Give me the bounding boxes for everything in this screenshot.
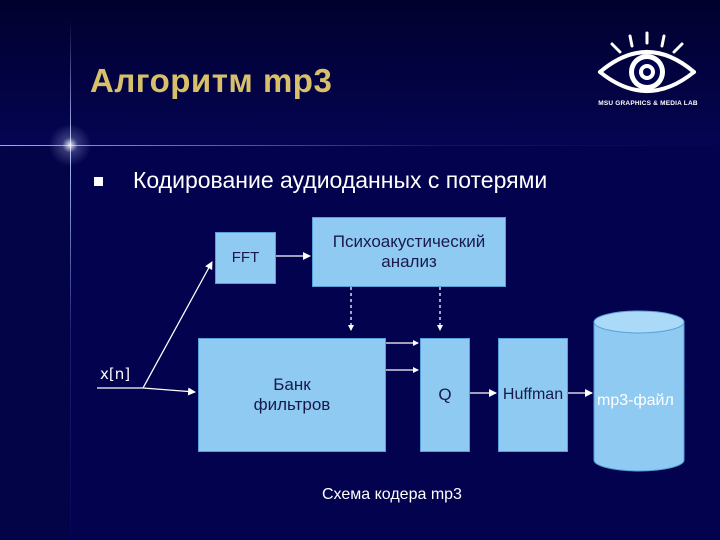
huffman-label: Huffman bbox=[502, 386, 564, 404]
slide-title: Алгоритм mp3 bbox=[90, 62, 333, 99]
arrow-to-filterbank bbox=[142, 387, 196, 396]
logo-caption: MSU GRAPHICS & MEDIA LAB bbox=[598, 100, 698, 107]
psycho-line2: анализ bbox=[381, 252, 437, 271]
quantizer-box: Q bbox=[420, 338, 470, 452]
arrow-to-fft bbox=[142, 261, 213, 389]
psycho-line1: Психоакустический bbox=[332, 231, 486, 251]
mp3-file-cylinder bbox=[593, 310, 685, 472]
bullet-marker bbox=[94, 177, 103, 186]
quantizer-label: Q bbox=[438, 384, 452, 404]
input-label: x[n] bbox=[100, 365, 131, 383]
filterbank-label: Банк фильтров bbox=[254, 375, 331, 416]
diagram-caption: Схема кодера mp3 bbox=[322, 486, 462, 503]
bullet-text: Кодирование аудиоданных с потерями bbox=[133, 167, 548, 193]
horizontal-rule bbox=[0, 145, 720, 146]
output-label: mp3-файл bbox=[597, 392, 674, 409]
filterbank-line1: Банк bbox=[273, 374, 311, 394]
fft-label: FFT bbox=[231, 249, 260, 266]
psychoacoustic-box: Психоакустический анализ bbox=[312, 217, 506, 287]
left-band bbox=[0, 145, 70, 540]
light-flare bbox=[40, 115, 100, 175]
vertical-rule bbox=[70, 20, 71, 540]
fft-box: FFT bbox=[215, 232, 276, 284]
filterbank-line2: фильтров bbox=[253, 395, 331, 414]
filterbank-box: Банк фильтров bbox=[198, 338, 386, 452]
lab-logo bbox=[598, 31, 696, 93]
psychoacoustic-label: Психоакустический анализ bbox=[333, 232, 485, 273]
huffman-box: Huffman bbox=[498, 338, 568, 452]
